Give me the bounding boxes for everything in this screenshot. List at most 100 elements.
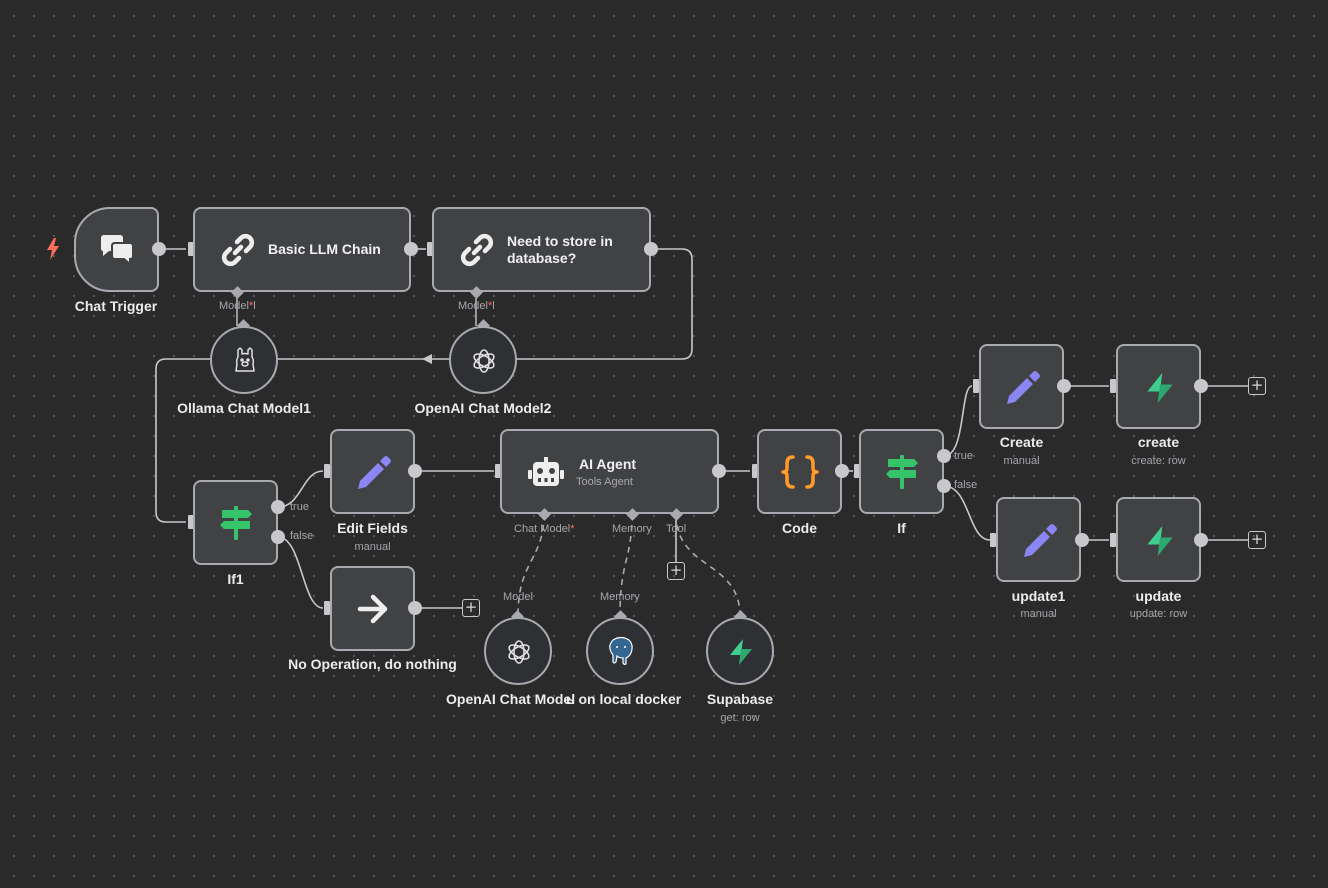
pencil-icon (358, 456, 391, 489)
openai-icon (473, 349, 495, 373)
ai-agent-subtitle: Tools Agent (576, 476, 633, 488)
update1-subtitle: manual (1020, 608, 1057, 620)
if1-title: If1 (227, 571, 244, 587)
if-title: If (897, 520, 906, 536)
ollama-chat-model-node[interactable] (210, 326, 278, 394)
llm-chain-model-port-label: Model*l (219, 300, 256, 312)
openai-icon (508, 640, 530, 664)
update-row-output-handle[interactable] (1194, 533, 1208, 547)
lightning-icon (47, 238, 59, 260)
if1-input-handle[interactable] (188, 515, 194, 529)
edit-fields-input-handle[interactable] (324, 464, 330, 478)
llm-chain-output-handle[interactable] (404, 242, 418, 256)
bolt-icon (730, 639, 752, 665)
llama-icon (235, 347, 255, 372)
if-node[interactable] (859, 429, 944, 514)
create-row-input-handle[interactable] (1110, 379, 1116, 393)
update1-input-handle[interactable] (990, 533, 996, 547)
update1-node[interactable] (996, 497, 1081, 582)
chat-trigger-node[interactable] (74, 207, 159, 292)
edit-fields-title: Edit Fields (337, 520, 408, 536)
noop-node[interactable] (330, 566, 415, 651)
code-output-handle[interactable] (835, 464, 849, 478)
edit-fields-output-handle[interactable] (408, 464, 422, 478)
llm-chain-input-handle[interactable] (188, 242, 194, 256)
chat-trigger-output-handle[interactable] (152, 242, 166, 256)
edit-fields-node[interactable] (330, 429, 415, 514)
agent-input-handle[interactable] (495, 464, 501, 478)
if1-false-handle[interactable] (271, 530, 285, 544)
need-store-input-handle[interactable] (427, 242, 433, 256)
create-row-output-handle[interactable] (1194, 379, 1208, 393)
create-subtitle: manual (1003, 455, 1040, 467)
ollama-chat-model-title: Ollama Chat Model1 (177, 400, 311, 416)
elephant-icon (609, 636, 633, 665)
agent-output-handle[interactable] (712, 464, 726, 478)
if-false-label: false (954, 479, 978, 491)
create-title: Create (999, 434, 1044, 450)
create-row-title: create (1137, 434, 1180, 450)
openai-model-port-label: Model (503, 591, 533, 603)
link-icon (221, 233, 255, 267)
if1-true-label: true (290, 501, 309, 513)
create-row-node[interactable] (1116, 344, 1201, 429)
noop-add-button[interactable]: + (462, 599, 480, 617)
code-node[interactable] (757, 429, 842, 514)
openai-chat-model2-node[interactable] (449, 326, 517, 394)
chat-bubbles-icon (101, 235, 134, 267)
create-node[interactable] (979, 344, 1064, 429)
need-store-model-port-label: Model*l (458, 300, 495, 312)
edit-fields-subtitle: manual (354, 541, 391, 553)
if-input-handle[interactable] (854, 464, 860, 478)
ai-agent-title: AI Agent (579, 456, 637, 472)
supabase-tool-node[interactable] (706, 617, 774, 685)
update-row-input-handle[interactable] (1110, 533, 1116, 547)
if-true-handle[interactable] (937, 449, 951, 463)
create-input-handle[interactable] (973, 379, 979, 393)
wire-if1-false-to-noop (277, 536, 324, 609)
supabase-subtitle: get: row (720, 712, 760, 724)
pencil-icon (1007, 371, 1040, 404)
basic-llm-chain-node[interactable]: Basic LLM Chain (193, 207, 411, 292)
update-row-title: update (1135, 588, 1182, 604)
need-store-output-handle[interactable] (644, 242, 658, 256)
agent-chat-model-port-label: Chat Model* (514, 523, 575, 535)
supabase-title: Supabase (706, 691, 774, 707)
wire-openai-model-to-agent (517, 513, 545, 617)
postgres-memory-node[interactable] (586, 617, 654, 685)
pencil-icon (1024, 524, 1057, 557)
need-to-store-node[interactable]: Need to store in database? (432, 207, 651, 292)
robot-icon (528, 457, 564, 486)
agent-add-tool-button[interactable]: + (667, 562, 685, 580)
postgres-memory-title: ь on local docker (566, 691, 682, 707)
update-row-node[interactable] (1116, 497, 1201, 582)
ai-agent-node[interactable]: AI Agent Tools Agent (500, 429, 719, 514)
noop-input-handle[interactable] (324, 601, 330, 615)
create-output-handle[interactable] (1057, 379, 1071, 393)
basic-llm-chain-title: Basic LLM Chain (268, 241, 381, 257)
update-row-add-button[interactable]: + (1248, 531, 1266, 549)
create-row-add-button[interactable]: + (1248, 377, 1266, 395)
noop-output-handle[interactable] (408, 601, 422, 615)
if1-node[interactable] (193, 480, 278, 565)
wire-postgres-to-agent (619, 513, 633, 617)
noop-title: No Operation, do nothing (288, 656, 457, 672)
if-false-handle[interactable] (937, 479, 951, 493)
update1-output-handle[interactable] (1075, 533, 1089, 547)
agent-memory-port-label: Memory (612, 523, 652, 535)
code-input-handle[interactable] (752, 464, 758, 478)
signpost-icon (886, 455, 918, 489)
bolt-icon (1147, 373, 1173, 403)
if1-false-label: false (290, 530, 314, 542)
postgres-port-label: Memory (600, 591, 640, 603)
update-row-subtitle: update: row (1129, 608, 1188, 620)
agent-tool-port-label: Tool (666, 523, 687, 535)
chat-trigger-title: Chat Trigger (74, 298, 158, 314)
if1-true-handle[interactable] (271, 500, 285, 514)
arrow-right-icon (357, 594, 388, 624)
openai-chat-model-node[interactable] (484, 617, 552, 685)
braces-icon (781, 455, 819, 489)
wire-arrow (422, 354, 432, 364)
